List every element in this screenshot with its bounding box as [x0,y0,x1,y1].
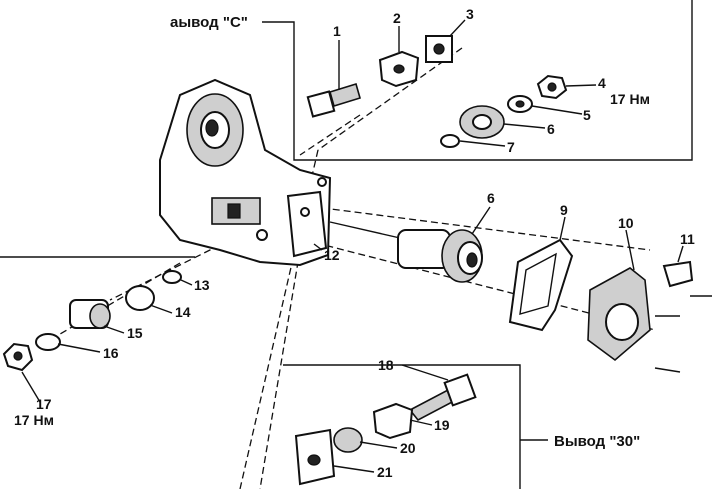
part-label-2: 2 [393,10,401,26]
part-label-1: 1 [333,23,341,39]
bolt-part-18 [408,373,477,422]
part-label-11: 11 [680,231,695,247]
leader-lines [21,19,684,473]
frame-lines [0,0,693,489]
part-label-6b: 6 [487,190,495,206]
starter-housing [159,78,332,267]
part-label-21: 21 [377,464,393,480]
torque-label-4: 17 Нм [610,91,650,107]
ring-part-7 [440,134,460,148]
cover-part-14 [125,285,155,311]
terminal-30-caption: Вывод "30" [554,433,640,450]
part-label-19: 19 [434,417,450,433]
part-label-13: 13 [194,277,210,293]
plate-part-19 [372,402,414,440]
part-label-9: 9 [560,202,568,218]
terminal-c-caption: аывод "С" [170,14,248,31]
torque-label-17: 17 Нм [14,412,54,428]
bolt-part-1 [306,82,361,118]
bush-part-15 [69,299,111,329]
ring-part-13 [162,270,182,284]
solenoid-parts [329,221,712,373]
part-label-18: 18 [378,357,394,373]
part-label-3: 3 [466,6,474,22]
part-label-14: 14 [175,304,191,320]
part-label-7: 7 [507,139,515,155]
bracket-part-11 [662,260,694,288]
washer-part-20 [333,427,363,453]
part-label-4: 4 [598,75,606,91]
left-parts [2,270,182,372]
part-label-6a: 6 [547,121,555,137]
part-label-16: 16 [103,345,119,361]
part-label-17: 17 [36,396,52,412]
gasket-part-9 [508,238,574,332]
part-label-15: 15 [127,325,143,341]
washer-part-16 [35,333,61,351]
part-label-12: 12 [324,247,340,263]
part-label-5: 5 [583,107,591,123]
solenoid-part-6b [329,221,483,283]
terminal-30-parts [294,373,477,486]
screw-icon [654,295,712,373]
terminal-c-parts [306,35,568,148]
part-label-10: 10 [618,215,634,231]
part-label-20: 20 [400,440,416,456]
